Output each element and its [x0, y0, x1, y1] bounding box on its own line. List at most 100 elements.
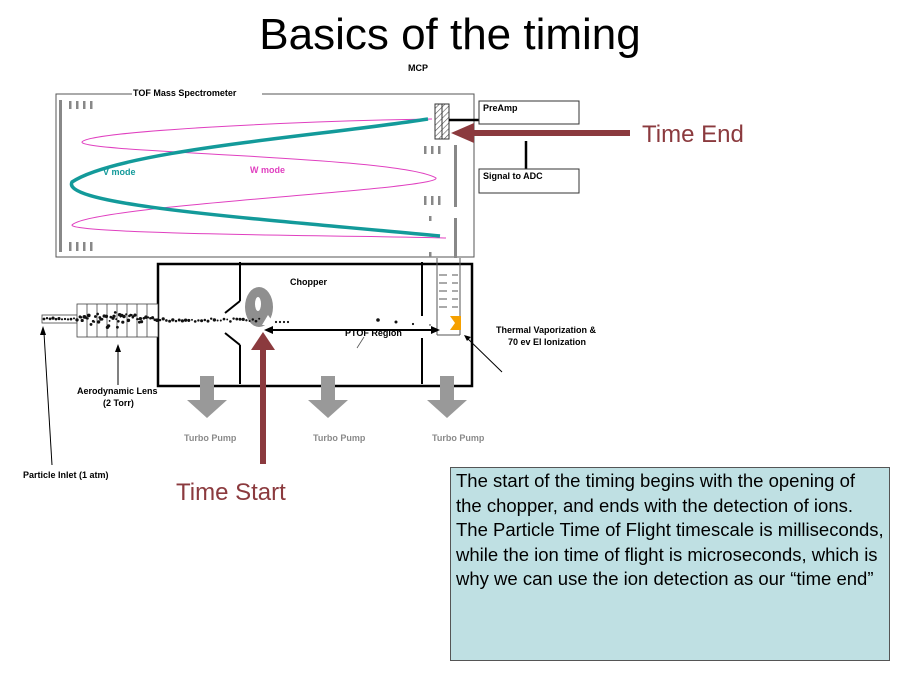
particle-dot: [89, 322, 93, 326]
particle-dot: [115, 325, 119, 329]
particle-dot: [138, 316, 143, 321]
particle-dot: [232, 317, 235, 320]
thermal-pointer: [464, 335, 503, 373]
particle-dot: [147, 316, 150, 319]
particle-dot: [193, 320, 197, 323]
particle-dot: [158, 318, 162, 322]
particle-dot: [113, 311, 117, 314]
tof-ms-label: TOF Mass Spectrometer: [133, 88, 237, 98]
particle-dot: [122, 314, 126, 319]
particle-dot: [251, 318, 255, 321]
particle-dot: [106, 324, 111, 328]
particle-dot: [278, 320, 282, 324]
particle-dot: [133, 313, 137, 317]
signal-adc-box: [478, 168, 580, 194]
particle-dot: [274, 320, 278, 324]
particle-dot: [183, 318, 188, 322]
skimmer: [224, 262, 241, 384]
particle-dot: [125, 313, 128, 316]
particle-dot: [429, 324, 431, 326]
particle-dot: [254, 319, 258, 323]
particle-dot: [248, 319, 251, 323]
particle-dot: [93, 320, 96, 323]
time-end-arrow: [451, 123, 630, 143]
particle-dot: [155, 318, 159, 322]
tof-label-bg: [132, 88, 262, 98]
particle-dot: [222, 317, 226, 321]
v-mode-label: V mode: [103, 167, 136, 177]
particle-dot: [226, 318, 229, 321]
particle-dot: [96, 312, 99, 316]
particle-dot: [86, 317, 89, 320]
particle-dot: [177, 318, 181, 322]
particle-dot: [394, 320, 398, 324]
preamp-label: PreAmp: [483, 103, 518, 113]
particle-dot: [245, 319, 248, 322]
particle-beam: [42, 311, 431, 330]
particle-dot: [51, 316, 55, 320]
particle-dot: [229, 320, 232, 323]
turbo-pump-label-3: Turbo Pump: [432, 433, 485, 443]
particle-dot: [200, 319, 204, 323]
particle-dot: [57, 317, 61, 321]
thermal-label-line2: 70 ev El Ionization: [508, 337, 586, 347]
extraction-grids: [424, 145, 457, 258]
chopper-wheel: [245, 287, 275, 327]
particle-dot: [151, 316, 155, 320]
particle-dot: [66, 318, 70, 321]
particle-dot: [258, 317, 261, 320]
time-start-label: Time Start: [176, 479, 286, 506]
particle-dot: [282, 320, 286, 324]
particle-dot: [210, 317, 213, 320]
particle-dot: [411, 322, 415, 326]
particle-dot: [171, 318, 175, 322]
particle-dot: [100, 317, 104, 321]
particle-dot: [42, 317, 46, 321]
time-start-arrow: [251, 332, 275, 464]
particle-dot: [126, 318, 131, 323]
particle-dot: [235, 317, 239, 321]
particle-dot: [165, 319, 168, 322]
particle-dot: [161, 317, 165, 321]
chopper-label: Chopper: [290, 277, 327, 287]
explanation-textbox: The start of the timing begins with the …: [450, 467, 890, 661]
particle-dot: [238, 317, 242, 321]
particle-dot: [48, 317, 52, 321]
particle-dot: [96, 320, 101, 324]
particle-dot: [168, 319, 172, 323]
time-end-label: Time End: [642, 121, 744, 148]
particle-dot: [241, 317, 245, 322]
aerodynamic-lens: [41, 303, 159, 338]
particle-dot: [174, 319, 178, 323]
particle-dot: [54, 317, 58, 321]
particle-dot: [104, 314, 109, 319]
particle-dot: [115, 318, 118, 321]
preamp-box: [478, 100, 580, 125]
particle-dot: [60, 318, 64, 321]
thermal-label-line1: Thermal Vaporization &: [496, 325, 597, 335]
w-mode-label: W mode: [250, 165, 285, 175]
particle-dot: [216, 319, 219, 322]
particle-dot: [130, 314, 133, 317]
mcp-label: MCP: [408, 63, 428, 73]
heater-icon: [450, 316, 461, 330]
particle-dot: [286, 320, 290, 324]
particle-dot: [63, 317, 67, 321]
particle-dot: [219, 319, 222, 322]
slide-title: Basics of the timing: [259, 10, 641, 59]
aero-pointer: [115, 344, 121, 385]
ptof-pointer: [356, 336, 365, 349]
particle-dot: [197, 319, 200, 322]
particle-dot: [140, 320, 144, 324]
particle-dot: [206, 319, 210, 323]
particle-dot: [203, 318, 207, 322]
particle-dot: [121, 320, 125, 324]
ptof-region-label: PTOF Region: [345, 328, 402, 338]
signal-adc-label: Signal to ADC: [483, 171, 543, 181]
ptof-arrow: [264, 326, 440, 334]
particle-dot: [187, 318, 191, 322]
particle-dot: [80, 318, 84, 323]
particle-dot: [93, 315, 97, 318]
particle-dot: [180, 319, 185, 323]
